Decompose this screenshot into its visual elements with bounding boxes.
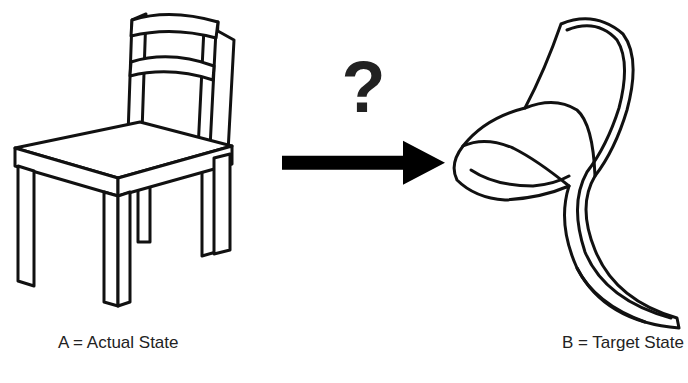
state-caption: A = Actual State	[58, 333, 179, 353]
chair-state: A = Actual State	[0, 0, 282, 370]
panton-chair	[445, 0, 688, 370]
transition-arrow	[282, 141, 445, 185]
question-mark: ?	[342, 51, 386, 123]
wooden-chair	[0, 0, 282, 370]
state-caption: B = Target State	[562, 333, 684, 353]
chair-state: B = Target State	[445, 0, 688, 370]
